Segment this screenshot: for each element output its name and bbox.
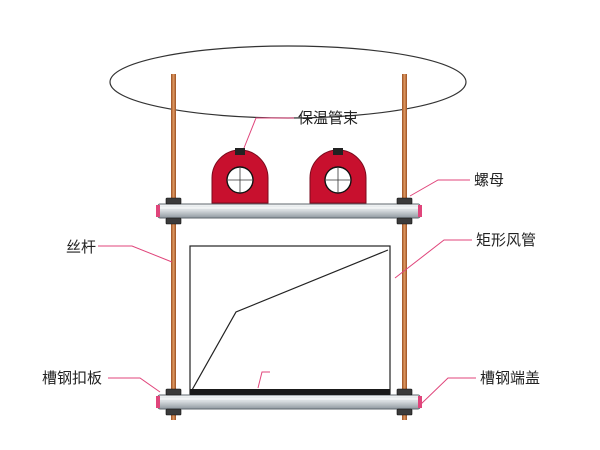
channel-end-cap-upper-right — [418, 205, 422, 217]
upper-channel-beam — [157, 203, 421, 219]
insulation-clamp-right — [309, 148, 367, 204]
channel-end-cap-upper-left — [156, 205, 160, 217]
rectangular-duct — [189, 245, 391, 395]
label-threaded-rod: 丝杆 — [66, 238, 96, 256]
channel-end-cap-lower-left — [156, 396, 160, 408]
leader-lines — [98, 117, 476, 406]
ceiling-ellipse — [109, 45, 467, 119]
leader-channel-clamp-plate — [108, 377, 161, 393]
leader-rectangular-duct — [394, 239, 472, 279]
nut-group — [165, 197, 413, 416]
lower-channel-beam — [157, 394, 421, 410]
leader-channel-end-cap — [419, 377, 476, 406]
channel-end-cap-lower-right — [418, 396, 422, 408]
leader-nut — [409, 179, 470, 197]
label-channel-clamp-plate: 槽钢扣板 — [42, 369, 102, 387]
leader-duct-bottom — [257, 371, 270, 389]
label-rectangular-duct: 矩形风管 — [476, 231, 536, 249]
threaded-rod-right — [402, 74, 407, 420]
insulation-clamp-left — [211, 148, 269, 204]
label-channel-end-cap: 槽钢端盖 — [480, 369, 540, 387]
leader-insulation-clamp — [243, 117, 294, 149]
threaded-rod-left — [171, 74, 176, 420]
label-nut: 螺母 — [474, 171, 504, 189]
label-insulation-clamp: 保温管束 — [298, 109, 358, 127]
leader-threaded-rod — [98, 245, 173, 263]
